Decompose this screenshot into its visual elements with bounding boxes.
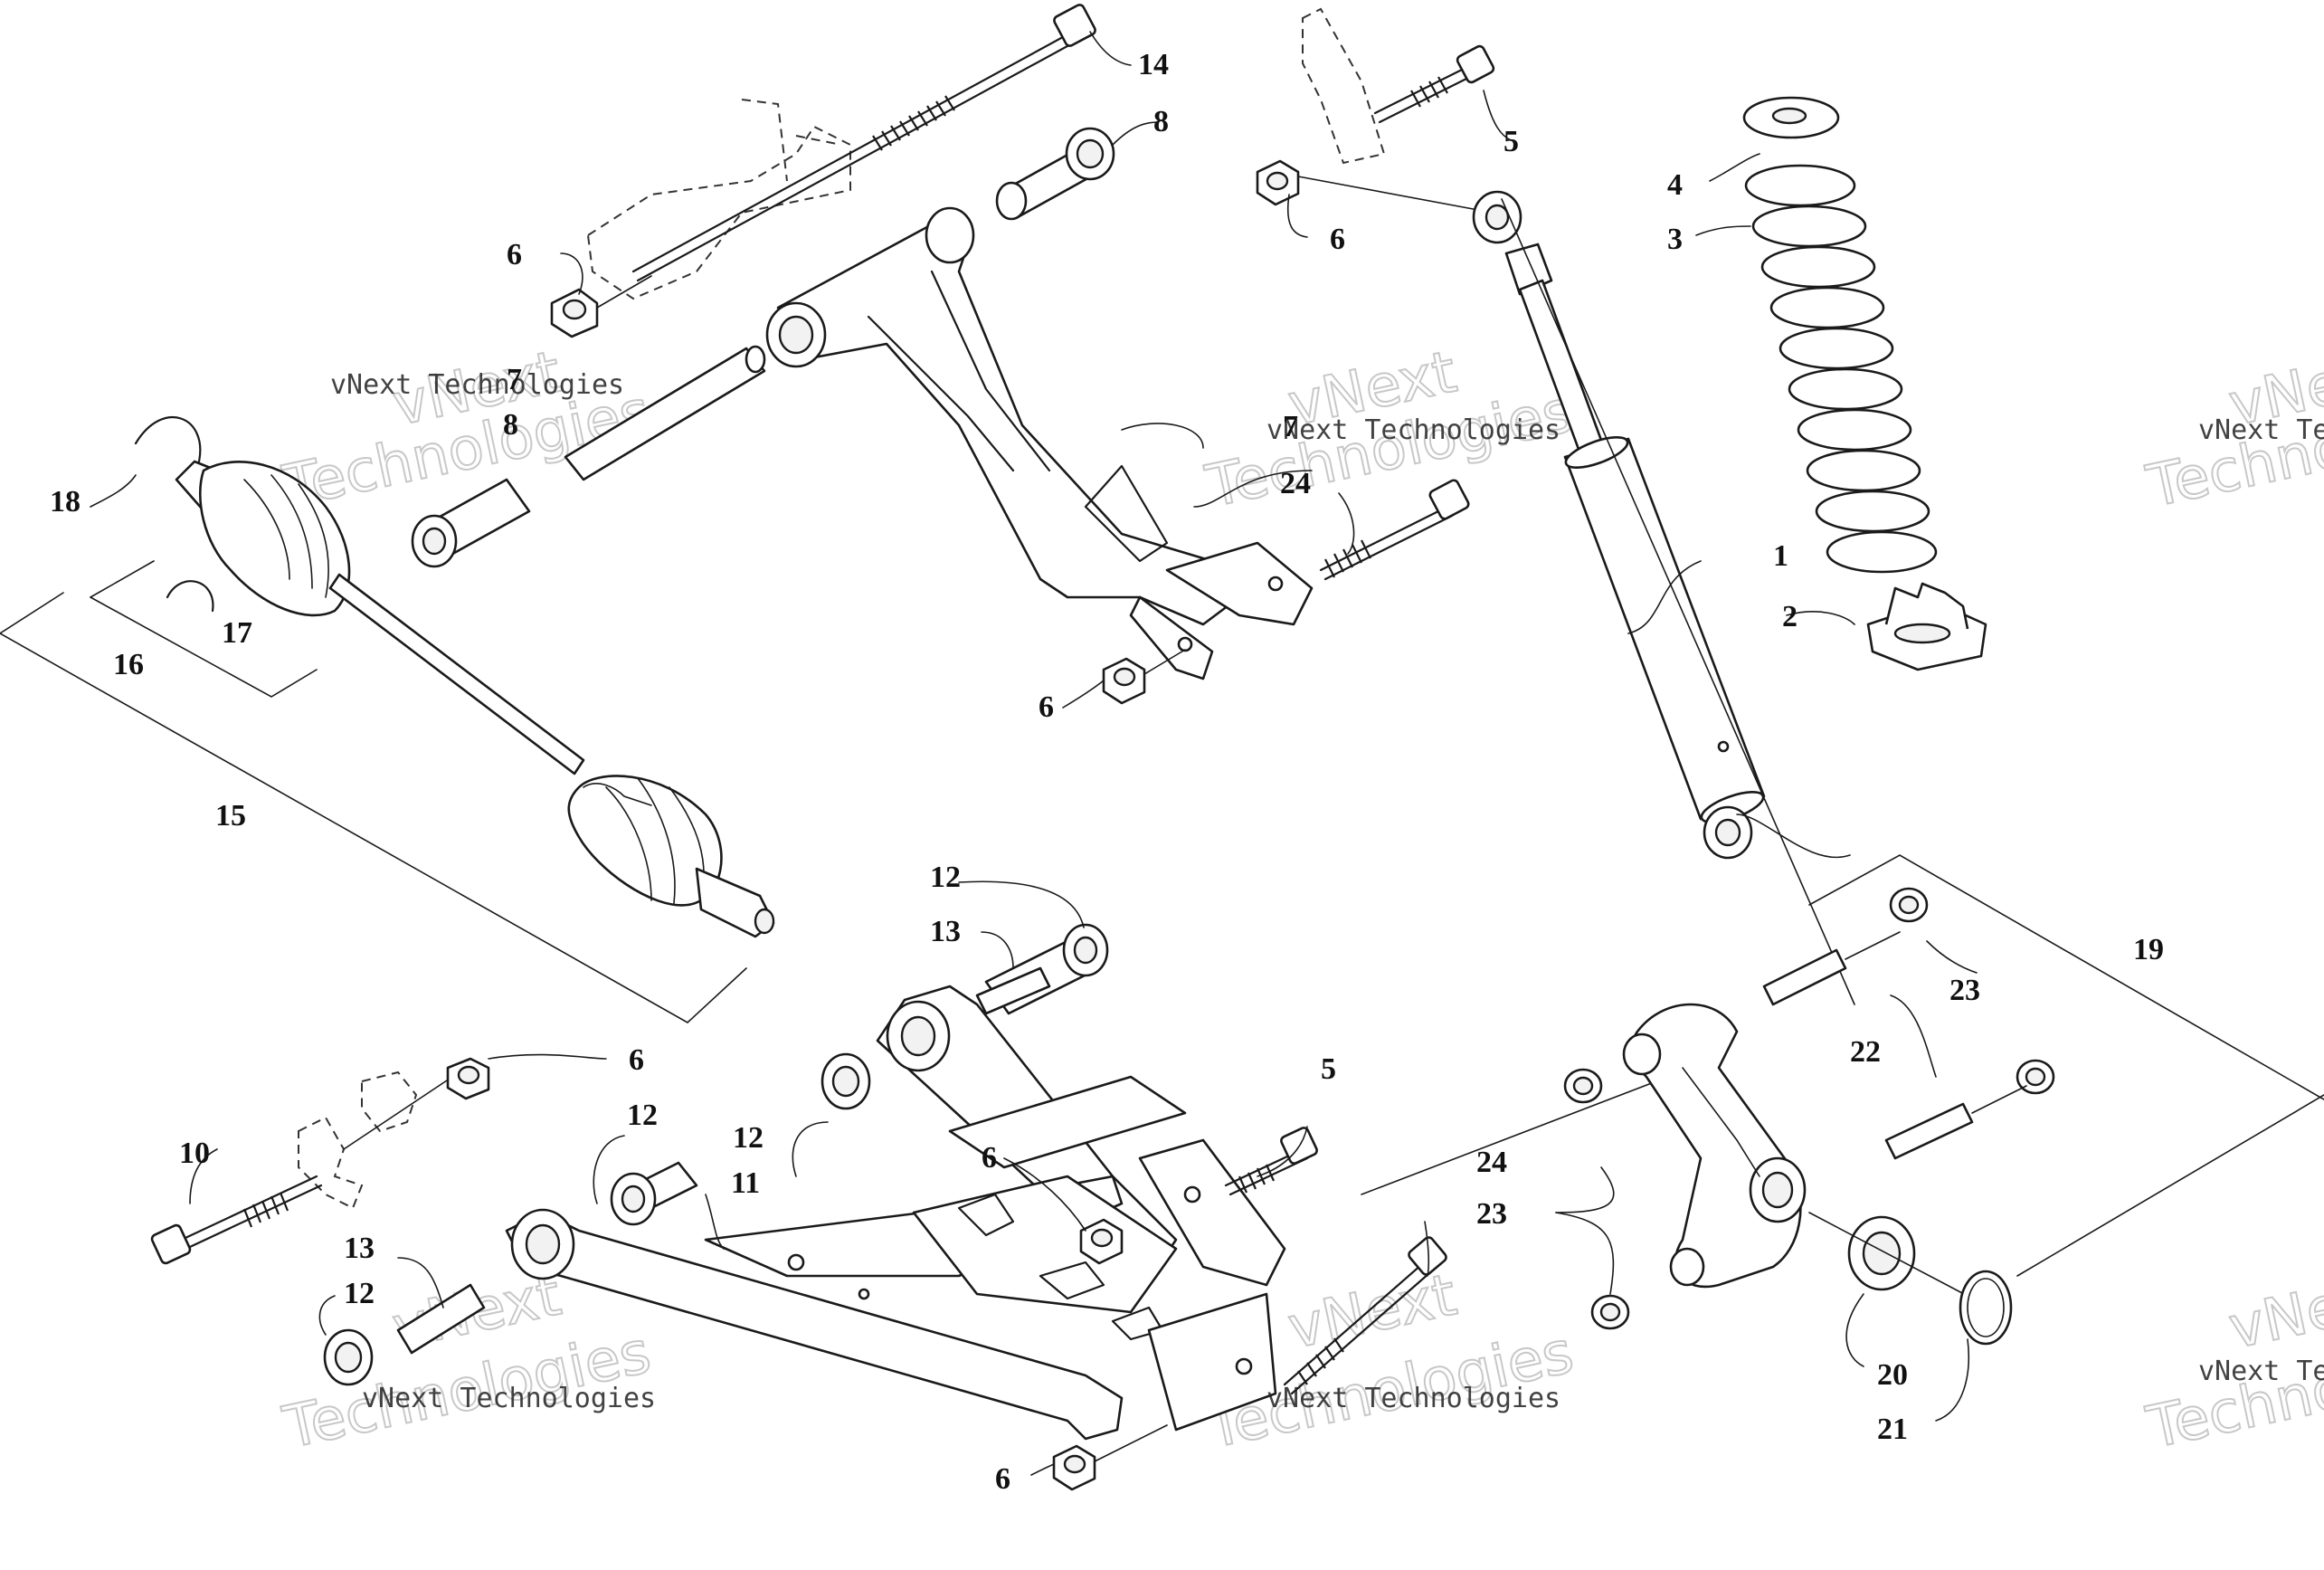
callout-17: 17 (222, 616, 252, 650)
spacers-22 (1762, 931, 2027, 1160)
callout-11: 11 (731, 1166, 760, 1200)
callout-10: 10 (179, 1137, 210, 1170)
watermark-text: vNext Technologies (2198, 414, 2324, 446)
bolt-14-thread (872, 95, 955, 151)
callout-13: 13 (344, 1232, 375, 1265)
callout-12: 12 (930, 861, 961, 894)
pivot-tube-7 (564, 345, 766, 481)
circlip-17 (166, 580, 214, 613)
callout-20: 20 (1877, 1358, 1908, 1392)
upper-a-arm-group (411, 4, 1470, 705)
watermark-layer: vNext Technologies vNext Technologies vN… (277, 338, 2324, 1462)
callout-15: 15 (215, 799, 246, 833)
callout-8: 8 (1153, 105, 1169, 138)
nut-6-upper-middle (1102, 649, 1186, 705)
svg-text:vNext: vNext (2224, 1261, 2324, 1362)
cv-joint-outer (567, 775, 775, 938)
callout-6: 6 (629, 1043, 644, 1077)
bushing-8-left (411, 478, 531, 568)
frame-bracket-upper (586, 99, 851, 300)
callout-13: 13 (930, 915, 961, 948)
bearing-20 (1808, 1212, 1982, 1304)
callout-19: 19 (2133, 933, 2164, 966)
callout-21: 21 (1877, 1413, 1908, 1446)
bolt-14 (631, 4, 1096, 282)
lower-a-arm (505, 985, 1286, 1441)
bolt-24-lower (1283, 1236, 1447, 1395)
cv-axle-group (0, 415, 775, 1023)
callout-labels: 14 8 5 4 3 6 6 7 8 7 24 18 17 16 1 2 6 1… (50, 48, 2164, 1496)
axle-shaft (328, 573, 585, 775)
lower-a-arm-group (150, 923, 1447, 1491)
leader-lines (90, 31, 1978, 1476)
callout-23: 23 (1476, 1197, 1507, 1231)
callout-14: 14 (1138, 48, 1169, 81)
spring-seat-2 (1866, 582, 1987, 671)
watermark-text: vNext Technologies (2198, 1356, 2324, 1387)
snap-ring-21 (1959, 1270, 2013, 1346)
watermark-text: vNext Technologies (330, 369, 624, 401)
knuckle-group (1361, 854, 2324, 1346)
bolt-10 (150, 1175, 323, 1265)
nut-6-lower-middle (1079, 1218, 1124, 1265)
nut-6-lower-left (446, 1057, 490, 1100)
knuckle-bracket-lines (1361, 854, 2324, 1277)
callout-6: 6 (1330, 223, 1345, 256)
callout-23: 23 (1949, 974, 1980, 1007)
nut-6-shock (1256, 159, 1494, 214)
watermark-text: vNext Technologies (362, 1383, 656, 1414)
callout-4: 4 (1667, 168, 1683, 202)
callout-7: 7 (507, 363, 522, 396)
callout-6: 6 (995, 1462, 1010, 1496)
knuckle-bushings-23 (1563, 887, 2055, 1330)
callout-3: 3 (1667, 223, 1683, 256)
watermark-text: vNext Technologies (1266, 414, 1560, 446)
coil-spring (1742, 96, 1938, 574)
cv-bracket-lines (0, 560, 747, 1023)
bushings-12-13-lower (323, 923, 1109, 1386)
circlip-18 (134, 415, 202, 463)
callout-5: 5 (1503, 125, 1519, 158)
callout-22: 22 (1850, 1035, 1881, 1069)
nut-6-lower-bottom (1052, 1424, 1168, 1491)
callout-6: 6 (982, 1141, 997, 1175)
nut-6-upper-left (550, 275, 652, 338)
shock-absorber-group (1256, 7, 1987, 1005)
shock-body (1472, 190, 1855, 1005)
callout-24: 24 (1280, 467, 1311, 500)
watermark-company-text: vNext Technologies vNext Technologies vN… (330, 369, 2324, 1414)
callout-8: 8 (503, 408, 518, 442)
callout-2: 2 (1782, 600, 1798, 633)
callout-18: 18 (50, 485, 81, 519)
frame-bracket-lower (298, 1070, 453, 1210)
upper-a-arm (765, 206, 1314, 680)
bushing-8-upper (995, 127, 1115, 221)
callout-1: 1 (1773, 539, 1788, 573)
callout-7: 7 (1283, 410, 1298, 443)
watermark-text: vNext Technologies (1266, 1383, 1560, 1414)
callout-5: 5 (1321, 1052, 1336, 1086)
bolt-24-upper (1319, 479, 1470, 581)
cv-joint-inner (175, 460, 351, 617)
callout-24: 24 (1476, 1146, 1507, 1179)
frame-bracket-shock (1302, 7, 1386, 165)
callout-12: 12 (627, 1099, 658, 1132)
callout-16: 16 (113, 648, 144, 681)
callout-6: 6 (1039, 690, 1054, 724)
knuckle (1622, 1003, 1807, 1289)
callout-12: 12 (733, 1121, 764, 1155)
callout-6: 6 (507, 238, 522, 271)
bolt-5-upper (1373, 44, 1495, 124)
callout-12: 12 (344, 1277, 375, 1310)
